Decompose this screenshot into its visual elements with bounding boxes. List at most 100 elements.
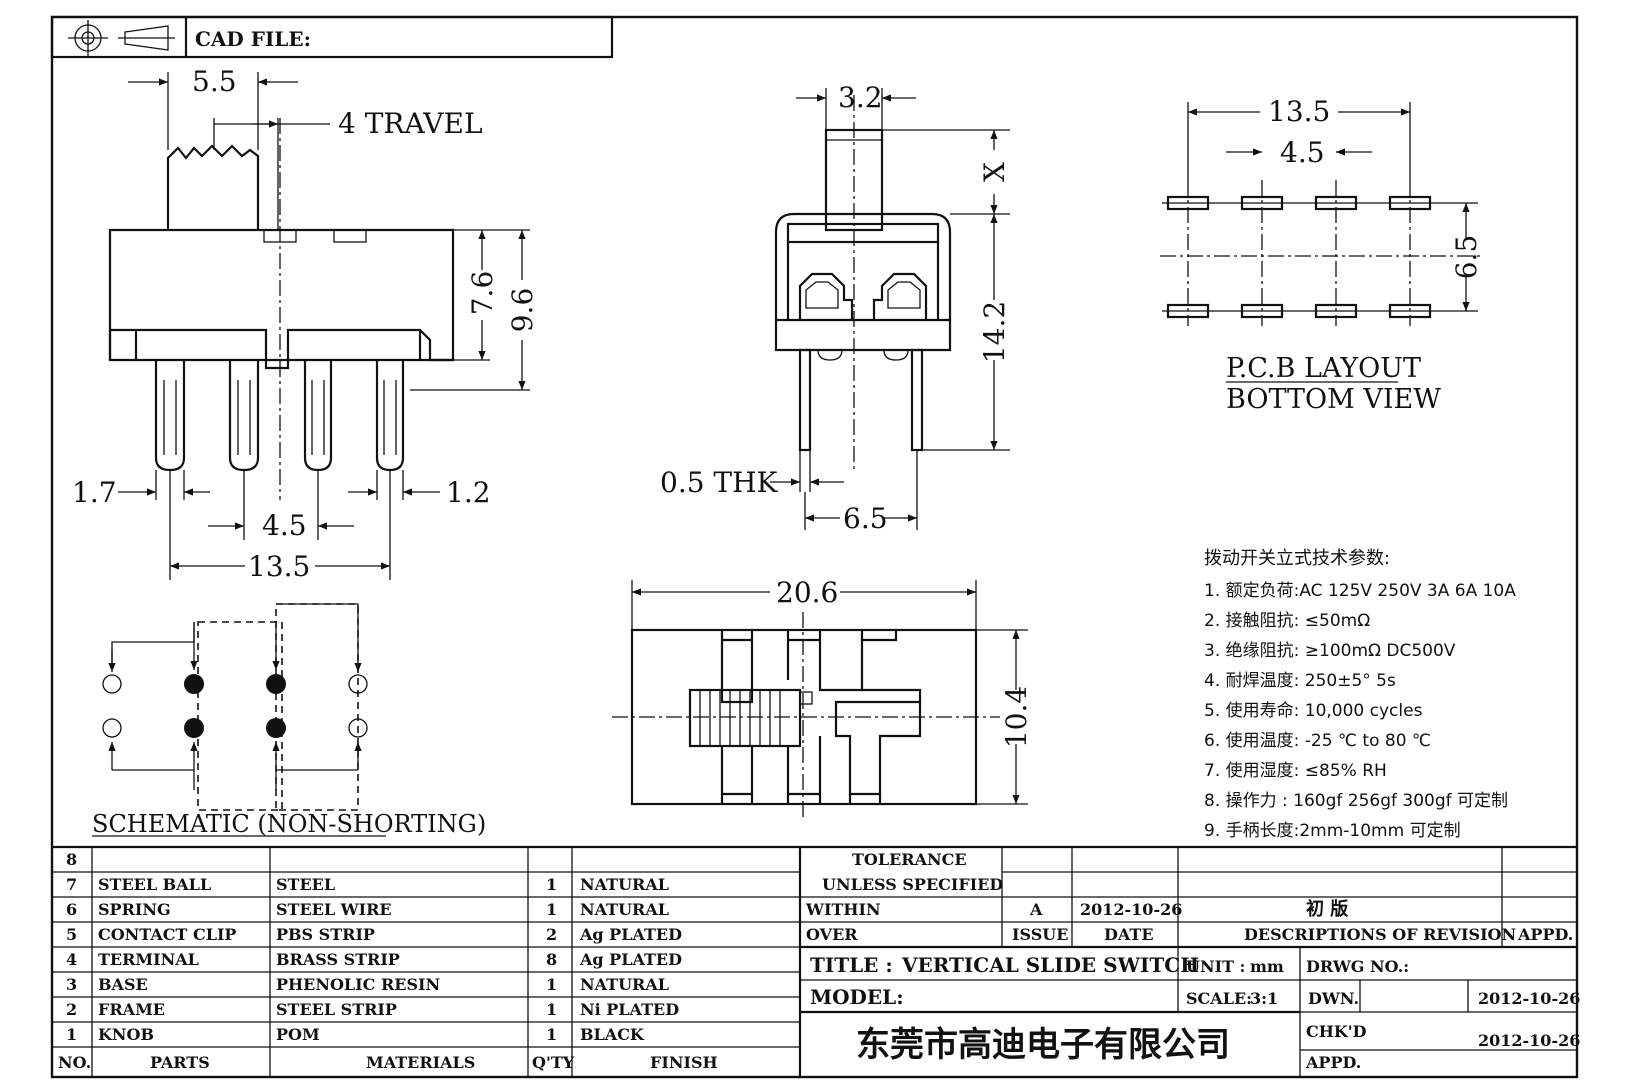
model-label: MODEL: — [810, 985, 904, 1009]
bom-finish: NATURAL — [580, 975, 669, 994]
bom-qty: 1 — [546, 1025, 557, 1044]
pcb-dim-pitch: 4.5 — [1280, 136, 1325, 169]
revision-date: 2012-10-26 — [1080, 900, 1182, 919]
pcb-title-line2: BOTTOM VIEW — [1226, 384, 1441, 415]
over-label: OVER — [806, 925, 858, 944]
descriptions-label: DESCRIPTIONS OF REVISION — [1244, 925, 1516, 944]
third-angle-projection-icon — [68, 20, 175, 56]
spec-list: 拨动开关立式技术参数: 1. 额定负荷:AC 125V 250V 3A 6A 1… — [1204, 548, 1516, 841]
cad-file-label: CAD FILE: — [195, 27, 311, 51]
bom-part: CONTACT CLIP — [98, 925, 236, 944]
title-block: TOLERANCE UNLESS SPECIFIED WITHIN OVER A… — [800, 847, 1580, 1077]
drawing-border — [50, 15, 1579, 1079]
bom-header: NO. PARTS MATERIALS Q'TY FINISH — [58, 1053, 718, 1072]
bom-material: STEEL — [276, 875, 335, 894]
bom-part: FRAME — [98, 1000, 165, 1019]
unless-specified-label: UNLESS SPECIFIED — [822, 875, 1003, 894]
bom-part: KNOB — [98, 1025, 154, 1044]
revision-description: 初 版 — [1306, 898, 1348, 920]
terminal-closed-3 — [184, 718, 204, 738]
bom-qty: 2 — [546, 925, 557, 944]
within-label: WITHIN — [805, 900, 881, 919]
spec-item: 2. 接触阻抗: ≤50mΩ — [1204, 611, 1370, 631]
unit-label: UNIT : — [1186, 957, 1245, 976]
bom-no: 3 — [66, 975, 77, 994]
dim-body-height: 7.6 — [466, 271, 499, 316]
scale-label: SCALE: — [1186, 989, 1252, 1008]
spec-item: 1. 额定负荷:AC 125V 250V 3A 6A 10A — [1204, 581, 1516, 601]
top-view: 20.6 10.4 — [612, 576, 1033, 820]
end-view: 3.2 X 14.2 0.5 THK 6.5 — [660, 81, 1011, 535]
bom-no: 4 — [66, 950, 77, 969]
schematic: SCHEMATIC (NON-SHORTING) — [92, 603, 486, 838]
dim-pin-span: 6.5 — [843, 502, 888, 535]
bom-material: STEEL STRIP — [276, 1000, 397, 1019]
spec-item: 6. 使用温度: -25 ℃ to 80 ℃ — [1204, 730, 1431, 751]
header-box: CAD FILE: — [50, 15, 614, 59]
bom-no: 7 — [66, 875, 77, 894]
bom-material: PBS STRIP — [276, 925, 375, 944]
bom-qty: 1 — [546, 1000, 557, 1019]
bom-header-no: NO. — [58, 1053, 91, 1072]
bom-finish: BLACK — [580, 1025, 645, 1044]
bom-no: 5 — [66, 925, 77, 944]
dim-x: X — [978, 162, 1011, 182]
checked-date: 2012-10-26 — [1478, 1031, 1580, 1050]
spec-item: 5. 使用寿命: 10,000 cycles — [1204, 700, 1423, 721]
bom-finish: Ag PLATED — [579, 950, 682, 969]
bom-finish: NATURAL — [580, 900, 669, 919]
spec-item: 3. 绝缘阻抗: ≥100mΩ DC500V — [1204, 641, 1456, 661]
schematic-label: SCHEMATIC (NON-SHORTING) — [92, 810, 486, 838]
bom-finish: NATURAL — [580, 875, 669, 894]
dim-travel: 4 TRAVEL — [338, 107, 483, 140]
company-name: 东莞市高迪电子有限公司 — [856, 1025, 1230, 1065]
bom-table: 8 7 STEEL BALL STEEL 1 NATURAL 6 SPRING … — [52, 845, 1577, 1077]
dim-pin-width-right: 1.2 — [446, 476, 491, 509]
bom-header-qty: Q'TY — [532, 1053, 575, 1072]
issue-label: ISSUE — [1012, 925, 1068, 944]
bom-part: SPRING — [98, 900, 171, 919]
side-view: 5.5 4 TRAVEL 7.6 9.6 1.7 1.2 4. — [72, 65, 539, 583]
bom-part: TERMINAL — [98, 950, 199, 969]
pcb-title-line1: P.C.B LAYOUT — [1226, 353, 1421, 384]
terminal-open-1 — [102, 674, 122, 694]
dim-pin-pitch: 4.5 — [262, 509, 307, 542]
top-dim-width: 10.4 — [1000, 686, 1033, 748]
spec-item: 8. 操作力 : 160gf 256gf 300gf 可定制 — [1204, 791, 1508, 811]
bom-no: 8 — [66, 850, 77, 869]
bom-finish: Ni PLATED — [580, 1000, 679, 1019]
tolerance-label: TOLERANCE — [852, 850, 967, 869]
pcb-dim-total: 13.5 — [1268, 95, 1330, 128]
bom-part: STEEL BALL — [98, 875, 211, 894]
drawing-number-label: DRWG NO.: — [1306, 957, 1409, 976]
dim-height: 14.2 — [978, 301, 1011, 363]
bom-header-parts: PARTS — [150, 1053, 210, 1072]
bom-material: PHENOLIC RESIN — [276, 975, 440, 994]
pcb-layout: 13.5 4.5 6.5 P.C.B LAYOUT BOTTOM VIEW — [1160, 95, 1483, 415]
dim-overall-pitch: 13.5 — [248, 550, 310, 583]
dim-pin-width: 1.7 — [72, 476, 117, 509]
dim-thickness: 0.5 THK — [660, 466, 779, 499]
title-label: TITLE : — [810, 953, 893, 977]
dim-knob: 3.2 — [838, 81, 883, 114]
table-row: 4 TERMINAL BRASS STRIP 8 Ag PLATED — [66, 950, 682, 969]
bom-header-materials: MATERIALS — [366, 1053, 475, 1072]
drawing-title: VERTICAL SLIDE SWITCH — [901, 953, 1199, 977]
bom-material: BRASS STRIP — [276, 950, 400, 969]
approved-label: APPD. — [1305, 1053, 1361, 1072]
bom-part: BASE — [98, 975, 148, 994]
dim-total-height: 9.6 — [506, 288, 539, 333]
bom-qty: 8 — [546, 950, 557, 969]
table-row: 1 KNOB POM 1 BLACK — [66, 1025, 645, 1044]
table-row: 2 FRAME STEEL STRIP 1 Ni PLATED — [66, 1000, 679, 1019]
spec-heading: 拨动开关立式技术参数: — [1204, 548, 1390, 569]
top-dim-length: 20.6 — [776, 576, 838, 609]
bom-no: 1 — [66, 1025, 77, 1044]
spec-item: 7. 使用湿度: ≤85% RH — [1204, 760, 1387, 781]
table-row: 3 BASE PHENOLIC RESIN 1 NATURAL — [66, 975, 669, 994]
bom-header-finish: FINISH — [650, 1053, 718, 1072]
bom-material: STEEL WIRE — [276, 900, 392, 919]
pcb-dim-row-gap: 6.5 — [1450, 235, 1483, 280]
scale-value: 3:1 — [1250, 989, 1278, 1008]
